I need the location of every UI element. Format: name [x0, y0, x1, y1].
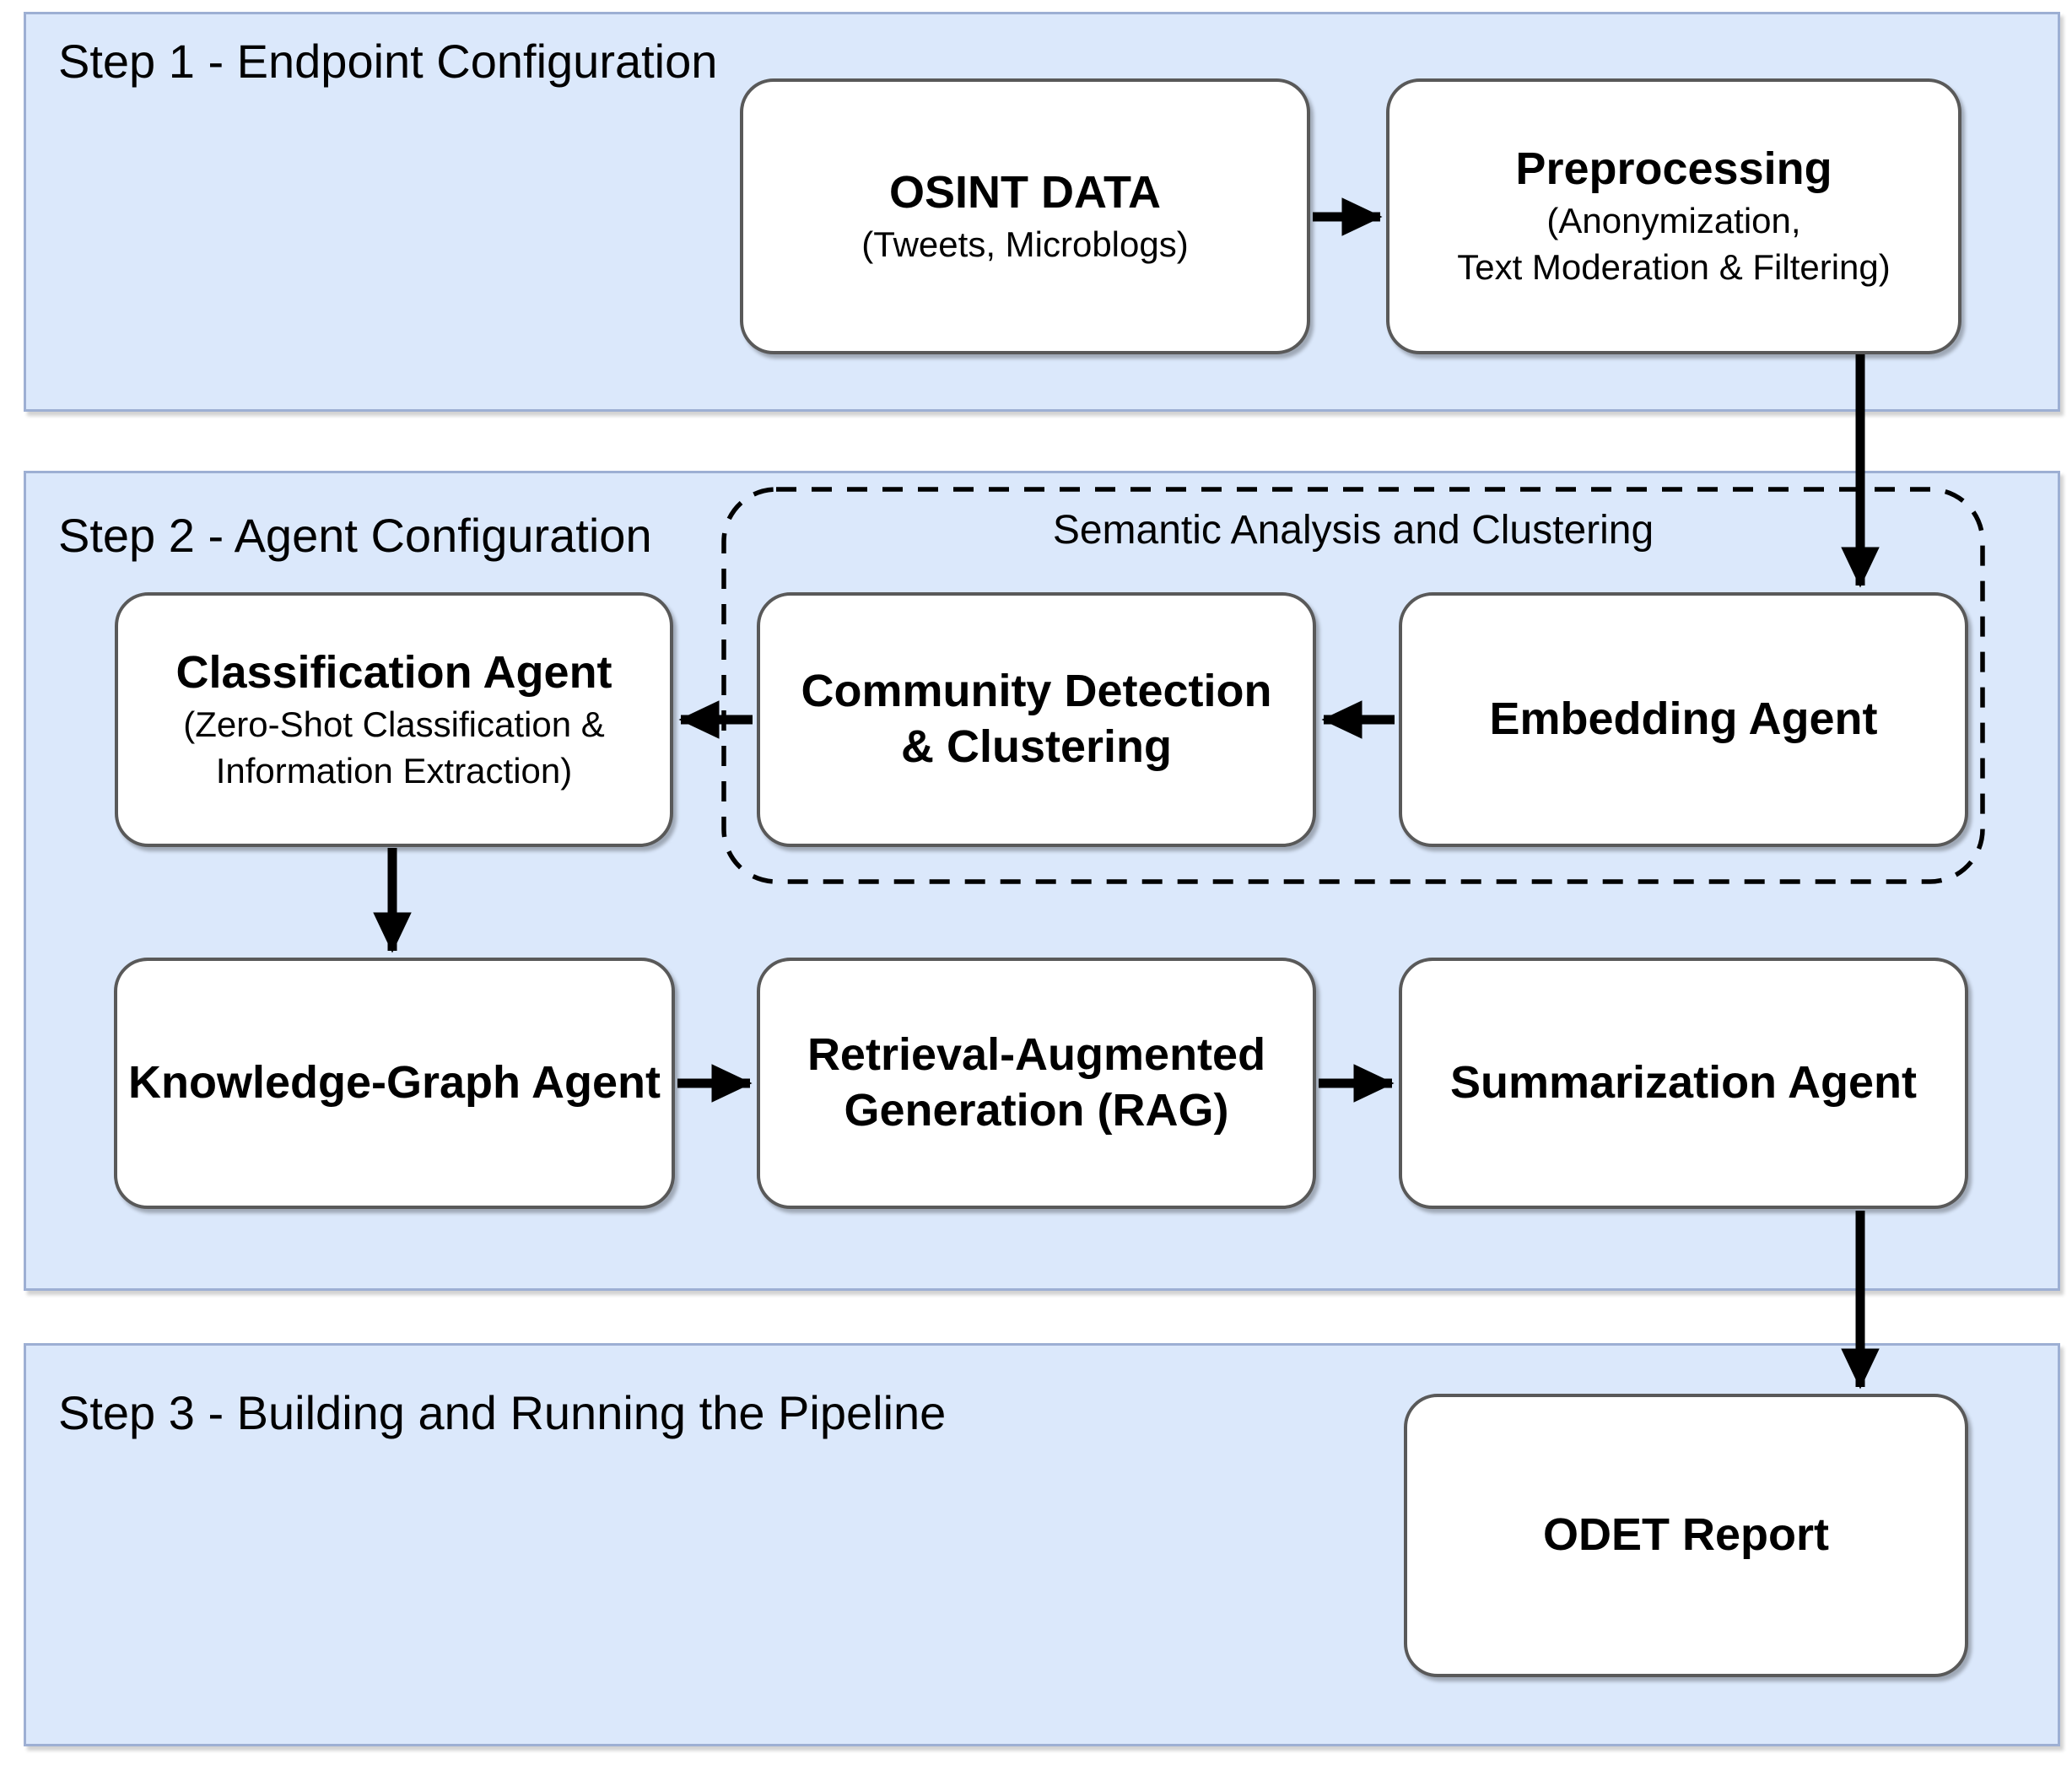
node-community-detection-clustering: Community Detection & Clustering — [757, 592, 1316, 847]
node-odet-title: ODET Report — [1542, 1509, 1829, 1561]
node-osint-subtitle: (Tweets, Microblogs) — [861, 224, 1189, 264]
panel-step2-title: Step 2 - Agent Configuration — [58, 509, 652, 562]
node-osint-data: OSINT DATA (Tweets, Microblogs) — [740, 78, 1310, 354]
node-knowledge-graph-agent: Knowledge-Graph Agent — [114, 958, 675, 1209]
panel-step1-title: Step 1 - Endpoint Configuration — [58, 35, 718, 88]
node-odet-report: ODET Report — [1404, 1394, 1968, 1677]
node-community-title-2: & Clustering — [900, 721, 1173, 772]
node-knowledge-graph-title: Knowledge-Graph Agent — [128, 1057, 661, 1109]
node-classification-subtitle-2: Information Extraction) — [215, 750, 573, 791]
node-preprocessing-title: Preprocessing — [1515, 143, 1832, 195]
node-retrieval-augmented-generation: Retrieval-Augmented Generation (RAG) — [757, 958, 1316, 1209]
node-embedding-agent: Embedding Agent — [1399, 592, 1968, 847]
node-preprocessing: Preprocessing (Anonymization, Text Moder… — [1386, 78, 1961, 354]
node-classification-title: Classification Agent — [175, 646, 612, 698]
node-classification-agent: Classification Agent (Zero-Shot Classifi… — [115, 592, 673, 847]
node-embedding-title: Embedding Agent — [1489, 693, 1878, 745]
panel-step3-title: Step 3 - Building and Running the Pipeli… — [58, 1386, 947, 1439]
node-osint-title: OSINT DATA — [889, 166, 1161, 218]
node-community-title-1: Community Detection — [801, 666, 1272, 717]
node-summarization-agent: Summarization Agent — [1399, 958, 1968, 1209]
node-summarization-title: Summarization Agent — [1449, 1057, 1918, 1109]
semantic-group-title: Semantic Analysis and Clustering — [1052, 508, 1654, 553]
node-rag-title-2: Generation (RAG) — [844, 1085, 1229, 1136]
node-classification-subtitle-1: (Zero-Shot Classification & — [183, 704, 605, 744]
node-rag-title-1: Retrieval-Augmented — [807, 1029, 1266, 1081]
node-preprocessing-subtitle-1: (Anonymization, — [1546, 201, 1801, 240]
node-preprocessing-subtitle-2: Text Moderation & Filtering) — [1457, 247, 1891, 288]
